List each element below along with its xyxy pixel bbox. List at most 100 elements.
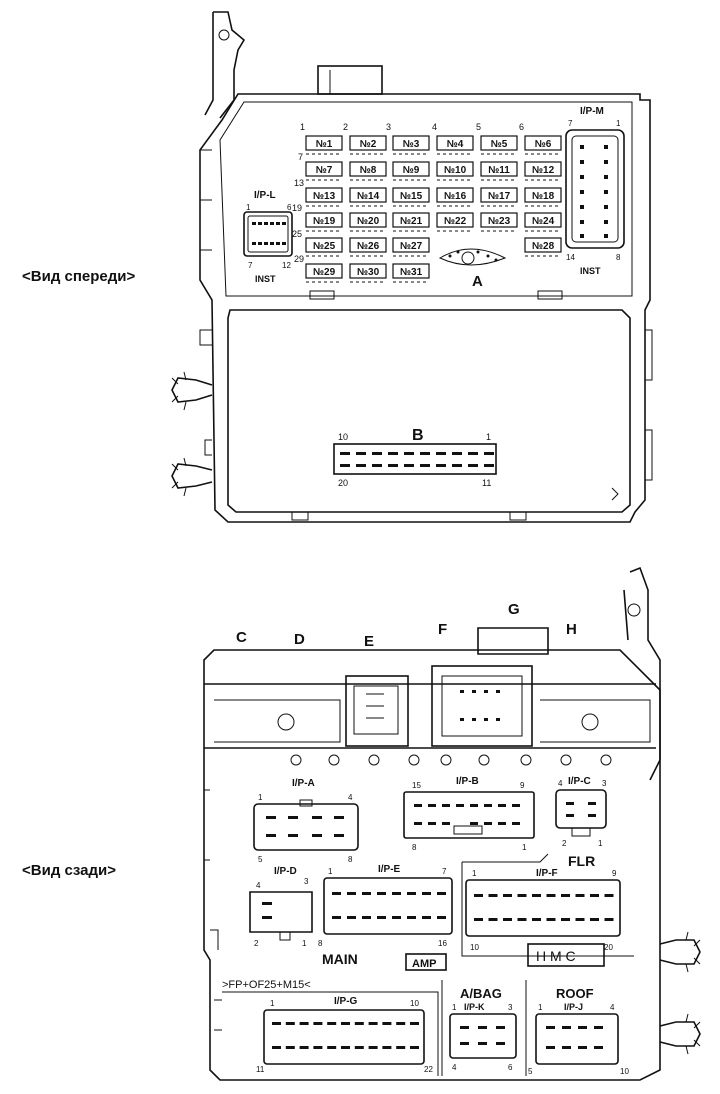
connector-ip-b: I/P-B 15 9 8 1	[403, 776, 535, 852]
connector-pin	[517, 918, 527, 921]
fuse-label: №23	[488, 216, 511, 227]
connector-fg	[431, 665, 533, 747]
col-num-5: 5	[476, 122, 481, 132]
fuse-4: №4	[436, 135, 474, 155]
connector-b-pin-10: 10	[338, 432, 348, 442]
ip-e-pin-16: 16	[438, 939, 447, 948]
connector-pin	[517, 894, 527, 897]
connector-b-pin-11: 11	[482, 478, 491, 488]
fuse-outline	[436, 135, 474, 151]
fuse-outline	[392, 237, 430, 253]
connector-pin	[546, 894, 556, 897]
fuse-7: №7	[305, 161, 343, 181]
fuse-outline	[524, 161, 562, 177]
roof-label: ROOF	[556, 986, 594, 1001]
connector-pin	[474, 918, 483, 921]
connector-pin	[410, 1046, 419, 1049]
fuse-29: №29	[305, 263, 343, 283]
ip-f-pin-9: 9	[612, 869, 617, 878]
ip-l-pin-7: 7	[248, 261, 253, 270]
connector-pin	[299, 1046, 309, 1049]
connector-pin	[436, 464, 446, 467]
connector-pin	[340, 464, 350, 467]
connector-pin	[396, 1046, 406, 1049]
connector-pin	[604, 918, 614, 921]
connector-pin	[452, 452, 462, 455]
ip-j-pin-1: 1	[538, 1003, 543, 1012]
fuse-outline	[392, 135, 430, 151]
amp-badge: AMP	[405, 953, 447, 971]
ip-c-pin-4: 4	[558, 779, 563, 788]
ip-e-pin-8: 8	[318, 939, 323, 948]
connector-pin	[362, 892, 371, 895]
hmc-label: H M C	[536, 948, 576, 964]
fuse-outline	[436, 212, 474, 228]
connector-pin	[590, 894, 599, 897]
ip-j-label: I/P-J	[564, 1002, 583, 1012]
fuse-label: №5	[491, 139, 508, 150]
connector-pin	[396, 1022, 406, 1025]
fuse-outline	[392, 212, 430, 228]
connector-b-label: B	[412, 427, 424, 444]
front-clip-upper	[171, 371, 213, 411]
fuse-10: №10	[436, 161, 474, 181]
ip-b-pin-9: 9	[520, 781, 525, 790]
fuse-20: №20	[349, 212, 387, 232]
connector-pin	[436, 452, 446, 455]
fuse-label: №9	[403, 165, 420, 176]
fuse-outline	[436, 187, 474, 203]
ip-c-pin-1: 1	[598, 839, 603, 848]
connector-pin	[488, 918, 498, 921]
fuse-outline	[305, 135, 343, 151]
fuse-label: №10	[444, 165, 467, 176]
connector-pin	[347, 892, 356, 895]
connector-pin	[285, 1046, 295, 1049]
ip-k-label: I/P-K	[464, 1002, 485, 1012]
connector-pin	[404, 452, 414, 455]
connector-pin	[377, 892, 386, 895]
fuse-outline	[392, 263, 430, 279]
ip-d-pin-3: 3	[304, 877, 309, 886]
connector-pin	[382, 1022, 392, 1025]
rear-letter-f: F	[438, 621, 447, 638]
fuse-label: №28	[532, 241, 555, 252]
connector-pin	[503, 894, 512, 897]
connector-pin	[327, 1046, 337, 1049]
connector-pin	[407, 892, 416, 895]
ip-k-pin-3: 3	[508, 1003, 513, 1012]
ip-d-pin-2: 2	[254, 939, 259, 948]
front-clip-lower	[171, 457, 213, 497]
fuse-label: №8	[360, 165, 377, 176]
row-num-25: 25	[292, 229, 302, 239]
fuse-24: №24	[524, 212, 562, 232]
connector-pin	[488, 894, 498, 897]
connector-pin	[392, 916, 401, 919]
connector-pin	[437, 892, 446, 895]
connector-ip-j: ROOF I/P-J 1 4 5 10	[528, 986, 629, 1076]
connector-pin	[590, 918, 599, 921]
fuse-label: №29	[313, 267, 336, 278]
fuse-3: №3	[392, 135, 430, 155]
ip-b-label: I/P-B	[456, 776, 479, 787]
ip-e-pin-7: 7	[442, 867, 447, 876]
fuse-column-numbers: 1 2 3 4 5 6	[300, 122, 524, 132]
fuse-16: №16	[436, 187, 474, 207]
main-label: MAIN	[322, 951, 358, 967]
ip-m-label: I/P-M	[580, 106, 604, 117]
ip-m-pin-8: 8	[616, 253, 621, 262]
fuse-outline	[480, 212, 518, 228]
fuse-1: №1	[305, 135, 343, 155]
fuse-outline	[392, 161, 430, 177]
ip-j-pin-4: 4	[610, 1003, 615, 1012]
connector-b-pin-20: 20	[338, 478, 348, 488]
connector-ip-a: I/P-A 1 4 5 8	[253, 778, 359, 864]
ip-g-pin-1: 1	[270, 999, 275, 1008]
connector-pin	[420, 464, 430, 467]
fuse-label: №12	[532, 165, 555, 176]
fuse-outline	[436, 161, 474, 177]
connector-pin	[332, 916, 341, 919]
connector-pin	[341, 1046, 350, 1049]
fuse-label: №1	[316, 139, 333, 150]
connector-pin	[372, 452, 382, 455]
